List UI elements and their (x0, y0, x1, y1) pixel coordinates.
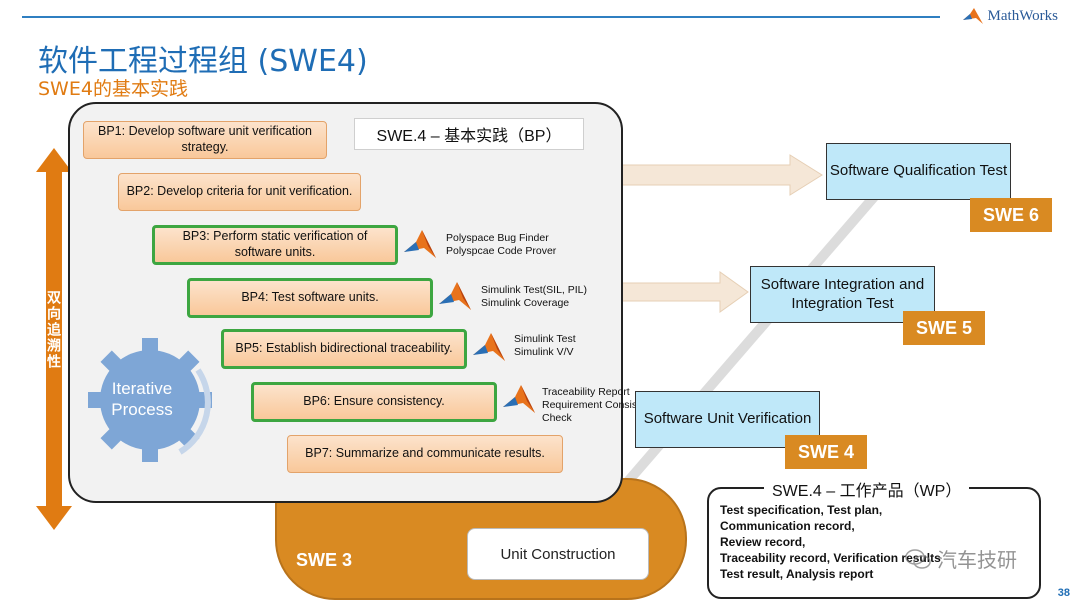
bp5-tools: Simulink Test Simulink V/V (514, 333, 576, 359)
bp4-box: BP4: Test software units. (187, 278, 433, 318)
watermark: 汽车技研 (905, 544, 1017, 573)
wp-item: Traceability record, Verification result… (720, 551, 941, 565)
tool-line: Check (542, 412, 572, 425)
iterative-line1: Iterative (111, 379, 173, 398)
page-title: 软件工程过程组 (SWE4) (38, 44, 368, 79)
wp-item: Test result, Analysis report (720, 567, 874, 581)
bp6-box: BP6: Ensure consistency. (251, 382, 497, 422)
swe6-badge: SWE 6 (970, 198, 1052, 232)
wp-item: Test specification, Test plan, (720, 503, 883, 517)
tool-line: Polyspcae Code Prover (446, 245, 557, 258)
wechat-icon (905, 548, 931, 569)
header-rule (22, 16, 940, 18)
iterative-line2: Process (111, 400, 173, 420)
matlab-membrane-icon (503, 385, 535, 413)
wp-item: Review record, (720, 535, 806, 549)
bp-panel-header: SWE.4 – 基本实践（BP） (354, 118, 584, 150)
swe4-badge: SWE 4 (785, 435, 867, 469)
page-number: 38 (1057, 587, 1070, 599)
page-subtitle: SWE4的基本实践 (38, 78, 188, 100)
bp3-tools: Polyspace Bug Finder Polyspcae Code Prov… (446, 232, 556, 258)
logo-text: MathWorks (987, 7, 1058, 24)
swe3-label: SWE 3 (296, 550, 353, 570)
tool-line: Simulink V/V (514, 346, 574, 359)
bp2-box: BP2: Develop criteria for unit verificat… (118, 173, 361, 211)
bp6-tools: Traceability Report Requirement Consiste… (542, 386, 662, 425)
tool-line: Traceability Report (542, 386, 630, 398)
wp-title: SWE.4 – 工作产品（WP） (764, 477, 970, 501)
matlab-membrane-icon (473, 333, 505, 361)
mathworks-logo: MathWorks (962, 6, 1058, 26)
traceability-side-label: 双向追溯性 (46, 290, 62, 370)
swe6-box: Software Qualification Test (826, 143, 1011, 200)
tool-line: Polyspace Bug Finder (446, 232, 549, 244)
matlab-membrane-icon (404, 230, 436, 258)
bp4-tools: Simulink Test(SIL, PIL) Simulink Coverag… (481, 284, 587, 310)
tool-line: Simulink Coverage (481, 297, 570, 310)
wp-item: Communication record, (720, 519, 855, 533)
unit-construction-box: Unit Construction (467, 528, 649, 580)
gear-icon (88, 338, 212, 462)
bp5-box: BP5: Establish bidirectional traceabilit… (221, 329, 467, 369)
mathworks-membrane-icon (962, 8, 983, 24)
watermark-text: 汽车技研 (937, 550, 1017, 572)
iterative-process-label: Iterative Process (92, 378, 192, 421)
arrow-to-swe5 (609, 271, 749, 313)
arrow-to-swe6 (609, 154, 823, 196)
tool-line: Simulink Test (514, 333, 576, 345)
bidirectional-arrow-icon (36, 148, 72, 530)
matlab-membrane-icon (439, 282, 471, 310)
tool-line: Requirement Consistency (542, 399, 663, 412)
tool-line: Simulink Test(SIL, PIL) (481, 284, 588, 296)
bp1-box: BP1: Develop software unit verification … (83, 121, 327, 159)
wp-panel (707, 487, 1041, 599)
wp-list: Test specification, Test plan, Communica… (720, 502, 941, 582)
swe5-badge: SWE 5 (903, 311, 985, 345)
bp3-box: BP3: Perform static verification of soft… (152, 225, 398, 265)
bp7-box: BP7: Summarize and communicate results. (287, 435, 563, 473)
